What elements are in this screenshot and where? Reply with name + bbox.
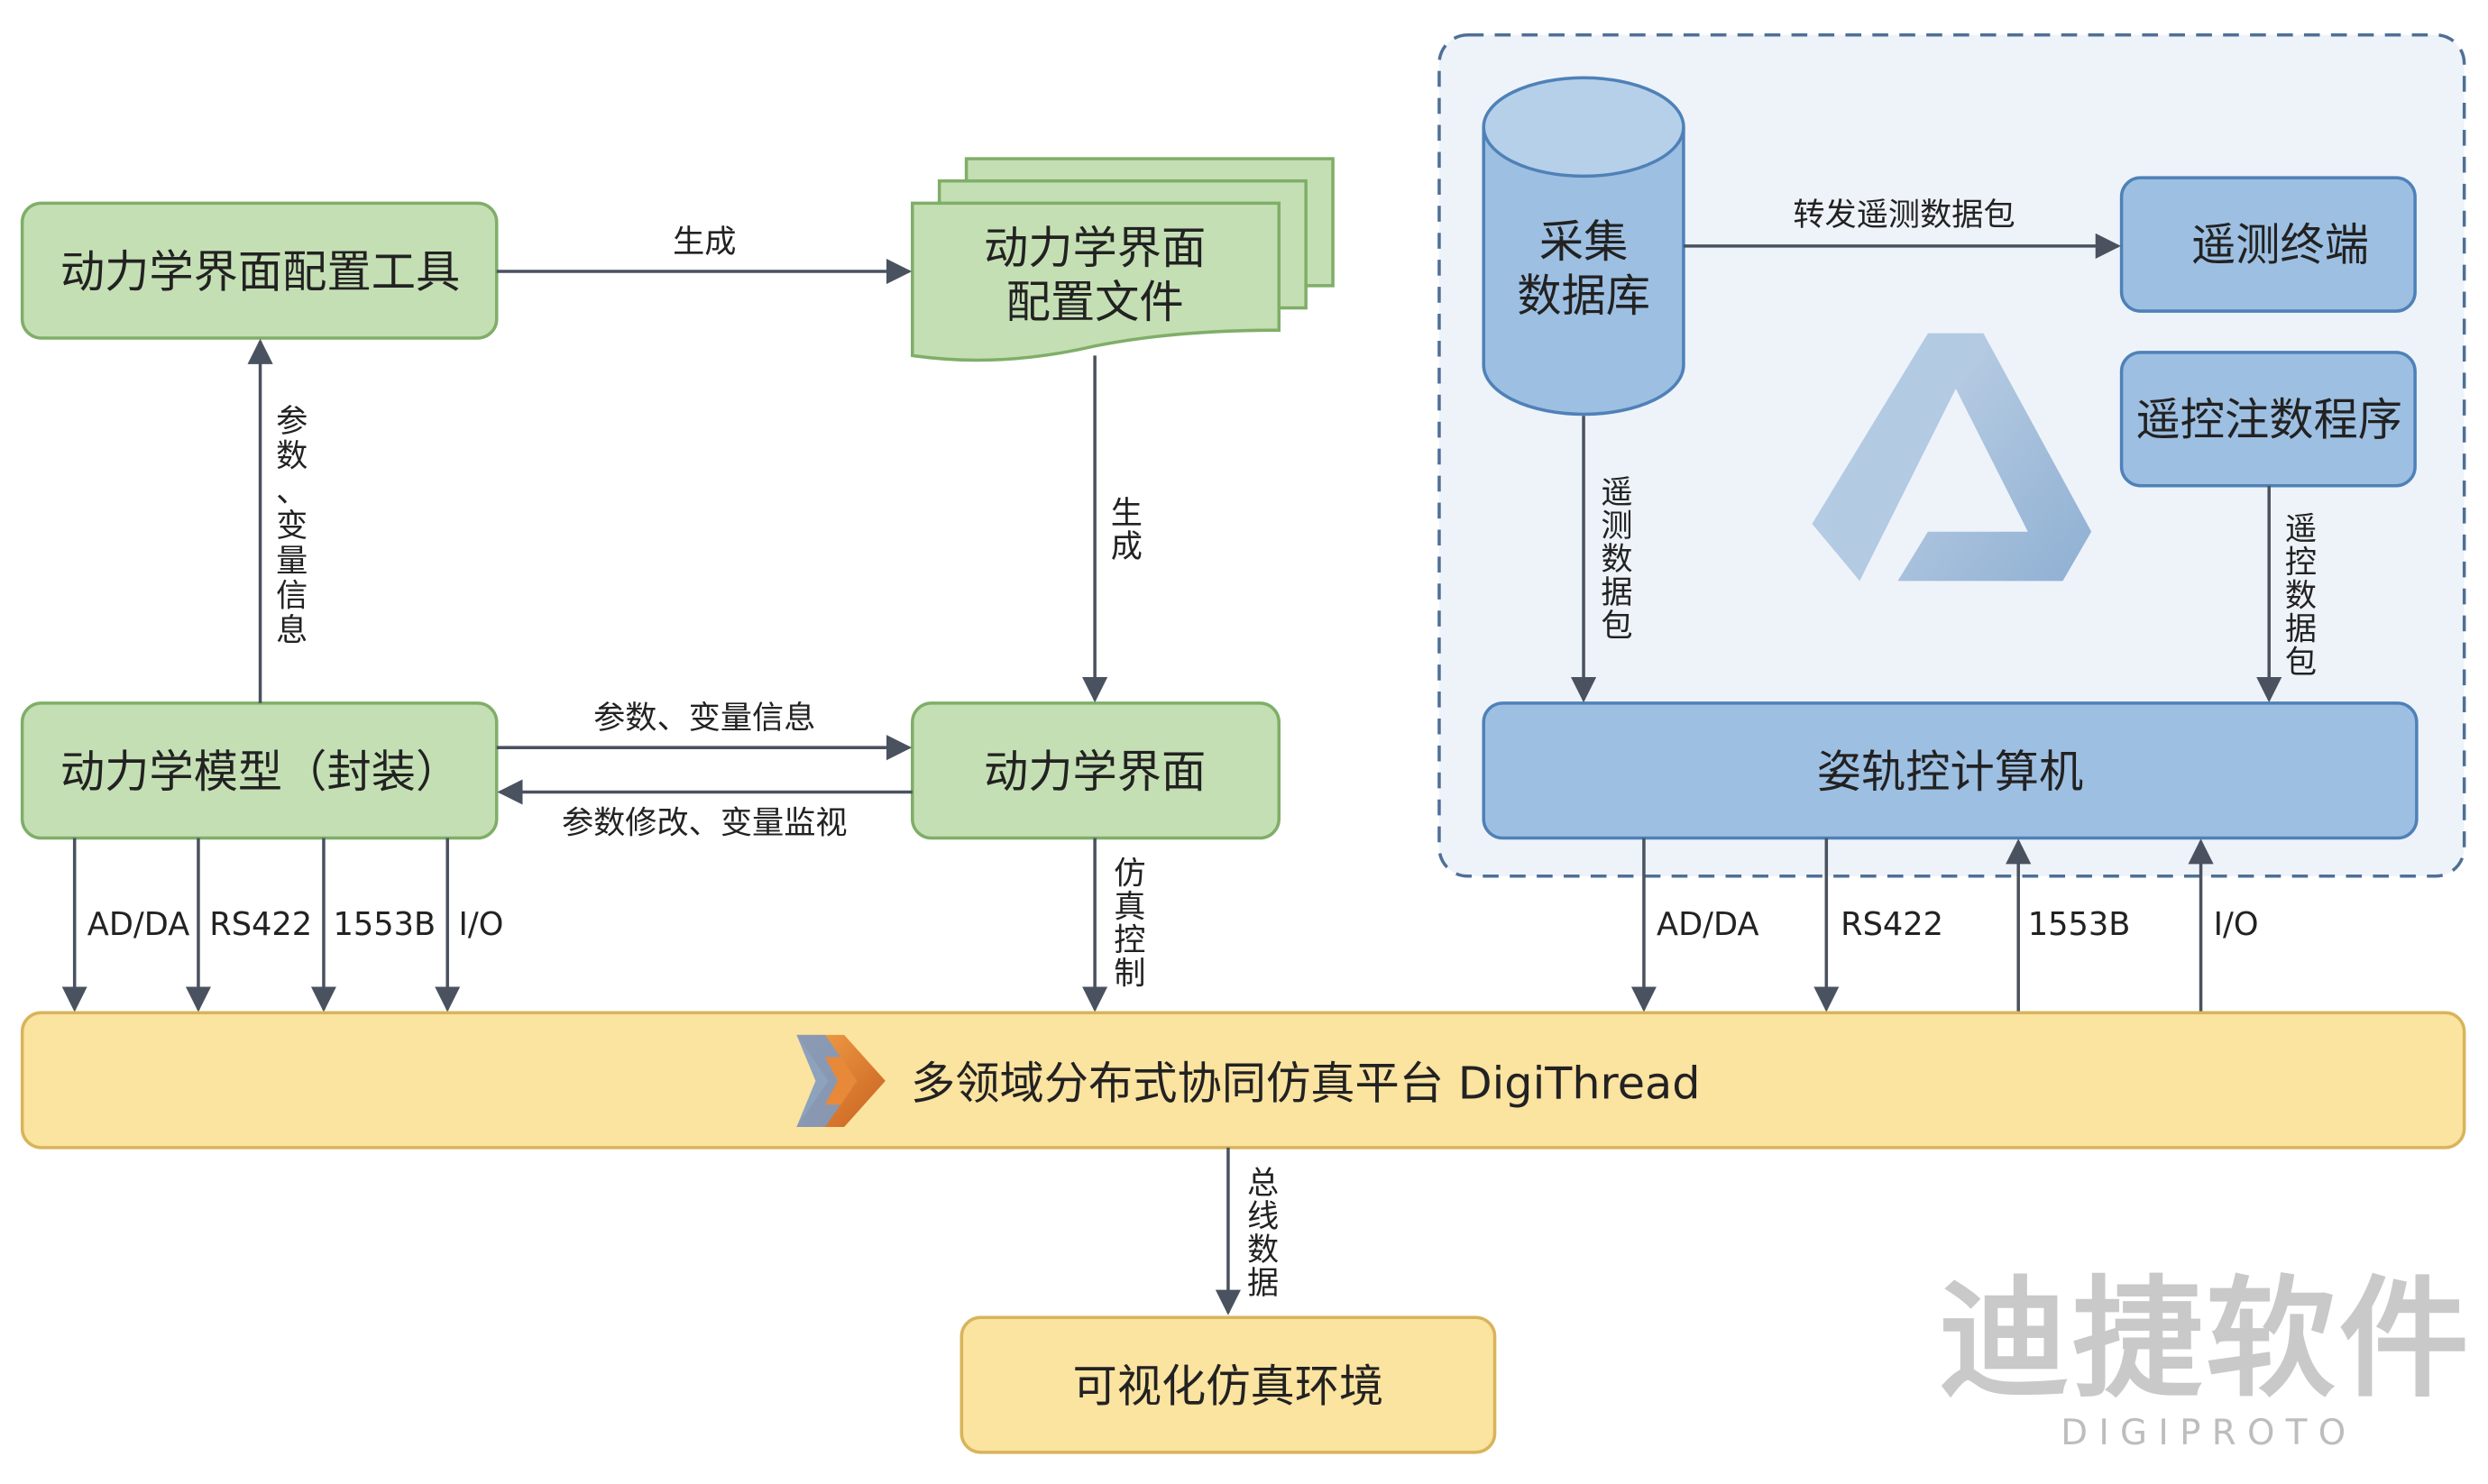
svg-text:总: 总 [1247, 1165, 1279, 1202]
svg-text:数: 数 [2285, 578, 2317, 615]
svg-text:测: 测 [1601, 508, 1632, 545]
svg-text:数: 数 [1247, 1232, 1279, 1269]
config-file-label-1: 动力学界面 [984, 222, 1206, 274]
telemetry-terminal-label: 遥测终端 [2191, 219, 2369, 271]
left-io-rs422: RS422 [209, 906, 312, 943]
brand-logo-en: DIGIPROTO [2061, 1413, 2356, 1453]
label-generate-1: 生成 [673, 224, 736, 261]
svg-text:变: 变 [276, 508, 308, 545]
database-label-1: 采集 [1539, 215, 1629, 268]
platform-label: 多领域分布式协同仿真平台 DigiThread [911, 1057, 1700, 1109]
svg-text:包: 包 [1601, 608, 1632, 645]
label-generate-2a: 生 [1111, 495, 1143, 532]
platform-node[interactable]: 多领域分布式协同仿真平台 DigiThread [20, 1011, 2466, 1150]
svg-text:信: 信 [276, 578, 308, 615]
label-telecommand-packet: 遥 控 数 据 包 [2285, 511, 2317, 682]
label-params-info: 参数、变量信息 [593, 700, 815, 737]
label-sim-control: 仿 真 控 制 [1114, 856, 1145, 993]
brand-logo-cn: 迪捷软件 [1939, 1264, 2472, 1415]
attitude-computer-label: 姿轨控计算机 [1817, 746, 2084, 798]
database-label-2: 数据库 [1517, 270, 1650, 322]
visual-env-label: 可视化仿真环境 [1073, 1360, 1384, 1413]
svg-text:据: 据 [1601, 574, 1632, 611]
digithread-logo-icon [796, 1034, 886, 1127]
telecommand-program-label: 遥控注数程序 [2135, 393, 2402, 445]
label-forward-telemetry: 转发遥测数据包 [1793, 197, 2015, 234]
svg-text:包: 包 [2285, 644, 2317, 681]
label-params-vertical: 参 数 、 变 量 信 息 [276, 403, 308, 649]
left-io-adda: AD/DA [87, 906, 190, 943]
right-io-io: I/O [2214, 906, 2259, 943]
svg-text:线: 线 [1247, 1198, 1279, 1235]
svg-text:控: 控 [2285, 545, 2317, 582]
left-io-1553b: 1553B [334, 906, 436, 943]
svg-text:真: 真 [1114, 889, 1145, 926]
svg-text:参: 参 [276, 403, 308, 440]
digiproto-brand-logo: 迪捷软件 DIGIPROTO [1939, 1264, 2472, 1453]
telemetry-terminal-node[interactable]: 遥测终端 [2119, 176, 2417, 313]
label-params-modify: 参数修改、变量监视 [562, 804, 848, 841]
acquisition-database-node[interactable]: 采集 数据库 [1482, 76, 1685, 417]
right-io-1553b: 1553B [2028, 906, 2131, 943]
svg-text:控: 控 [1114, 922, 1145, 959]
svg-text:、: 、 [276, 472, 308, 509]
svg-text:据: 据 [2285, 610, 2317, 647]
svg-text:数: 数 [276, 438, 308, 475]
config-tool-node[interactable]: 动力学界面配置工具 [20, 201, 499, 340]
svg-text:数: 数 [1601, 541, 1632, 578]
attitude-computer-node[interactable]: 姿轨控计算机 [1482, 701, 2419, 840]
svg-text:遥: 遥 [1601, 474, 1632, 511]
visual-env-node[interactable]: 可视化仿真环境 [959, 1315, 1497, 1454]
label-generate-2b: 成 [1111, 528, 1143, 565]
dynamics-model-label: 动力学模型（封装） [60, 746, 460, 798]
dynamics-interface-label: 动力学界面 [984, 746, 1206, 798]
right-io-arrows: AD/DA RS422 1553B I/O [1630, 838, 2259, 1013]
config-file-label-2: 配置文件 [1006, 276, 1184, 328]
svg-text:量: 量 [276, 543, 308, 580]
dynamics-model-node[interactable]: 动力学模型（封装） [20, 701, 499, 840]
dynamics-interface-node[interactable]: 动力学界面 [911, 701, 1281, 840]
left-io-io: I/O [459, 906, 504, 943]
config-tool-label: 动力学界面配置工具 [60, 246, 460, 298]
left-io-arrows: AD/DA RS422 1553B I/O [61, 838, 504, 1012]
svg-text:制: 制 [1114, 956, 1145, 993]
svg-text:据: 据 [1247, 1265, 1279, 1302]
right-io-adda: AD/DA [1657, 906, 1759, 943]
label-telemetry-packet: 遥 测 数 据 包 [1601, 474, 1632, 645]
label-bus-data: 总 线 数 据 [1247, 1165, 1279, 1302]
svg-text:息: 息 [276, 612, 308, 649]
svg-text:仿: 仿 [1114, 856, 1145, 893]
svg-text:遥: 遥 [2285, 511, 2317, 548]
config-file-node[interactable]: 动力学界面 配置文件 [911, 157, 1335, 362]
telecommand-program-node[interactable]: 遥控注数程序 [2119, 351, 2417, 488]
watermark-triangle-logo [1812, 333, 2092, 582]
right-io-rs422: RS422 [1841, 906, 1943, 943]
